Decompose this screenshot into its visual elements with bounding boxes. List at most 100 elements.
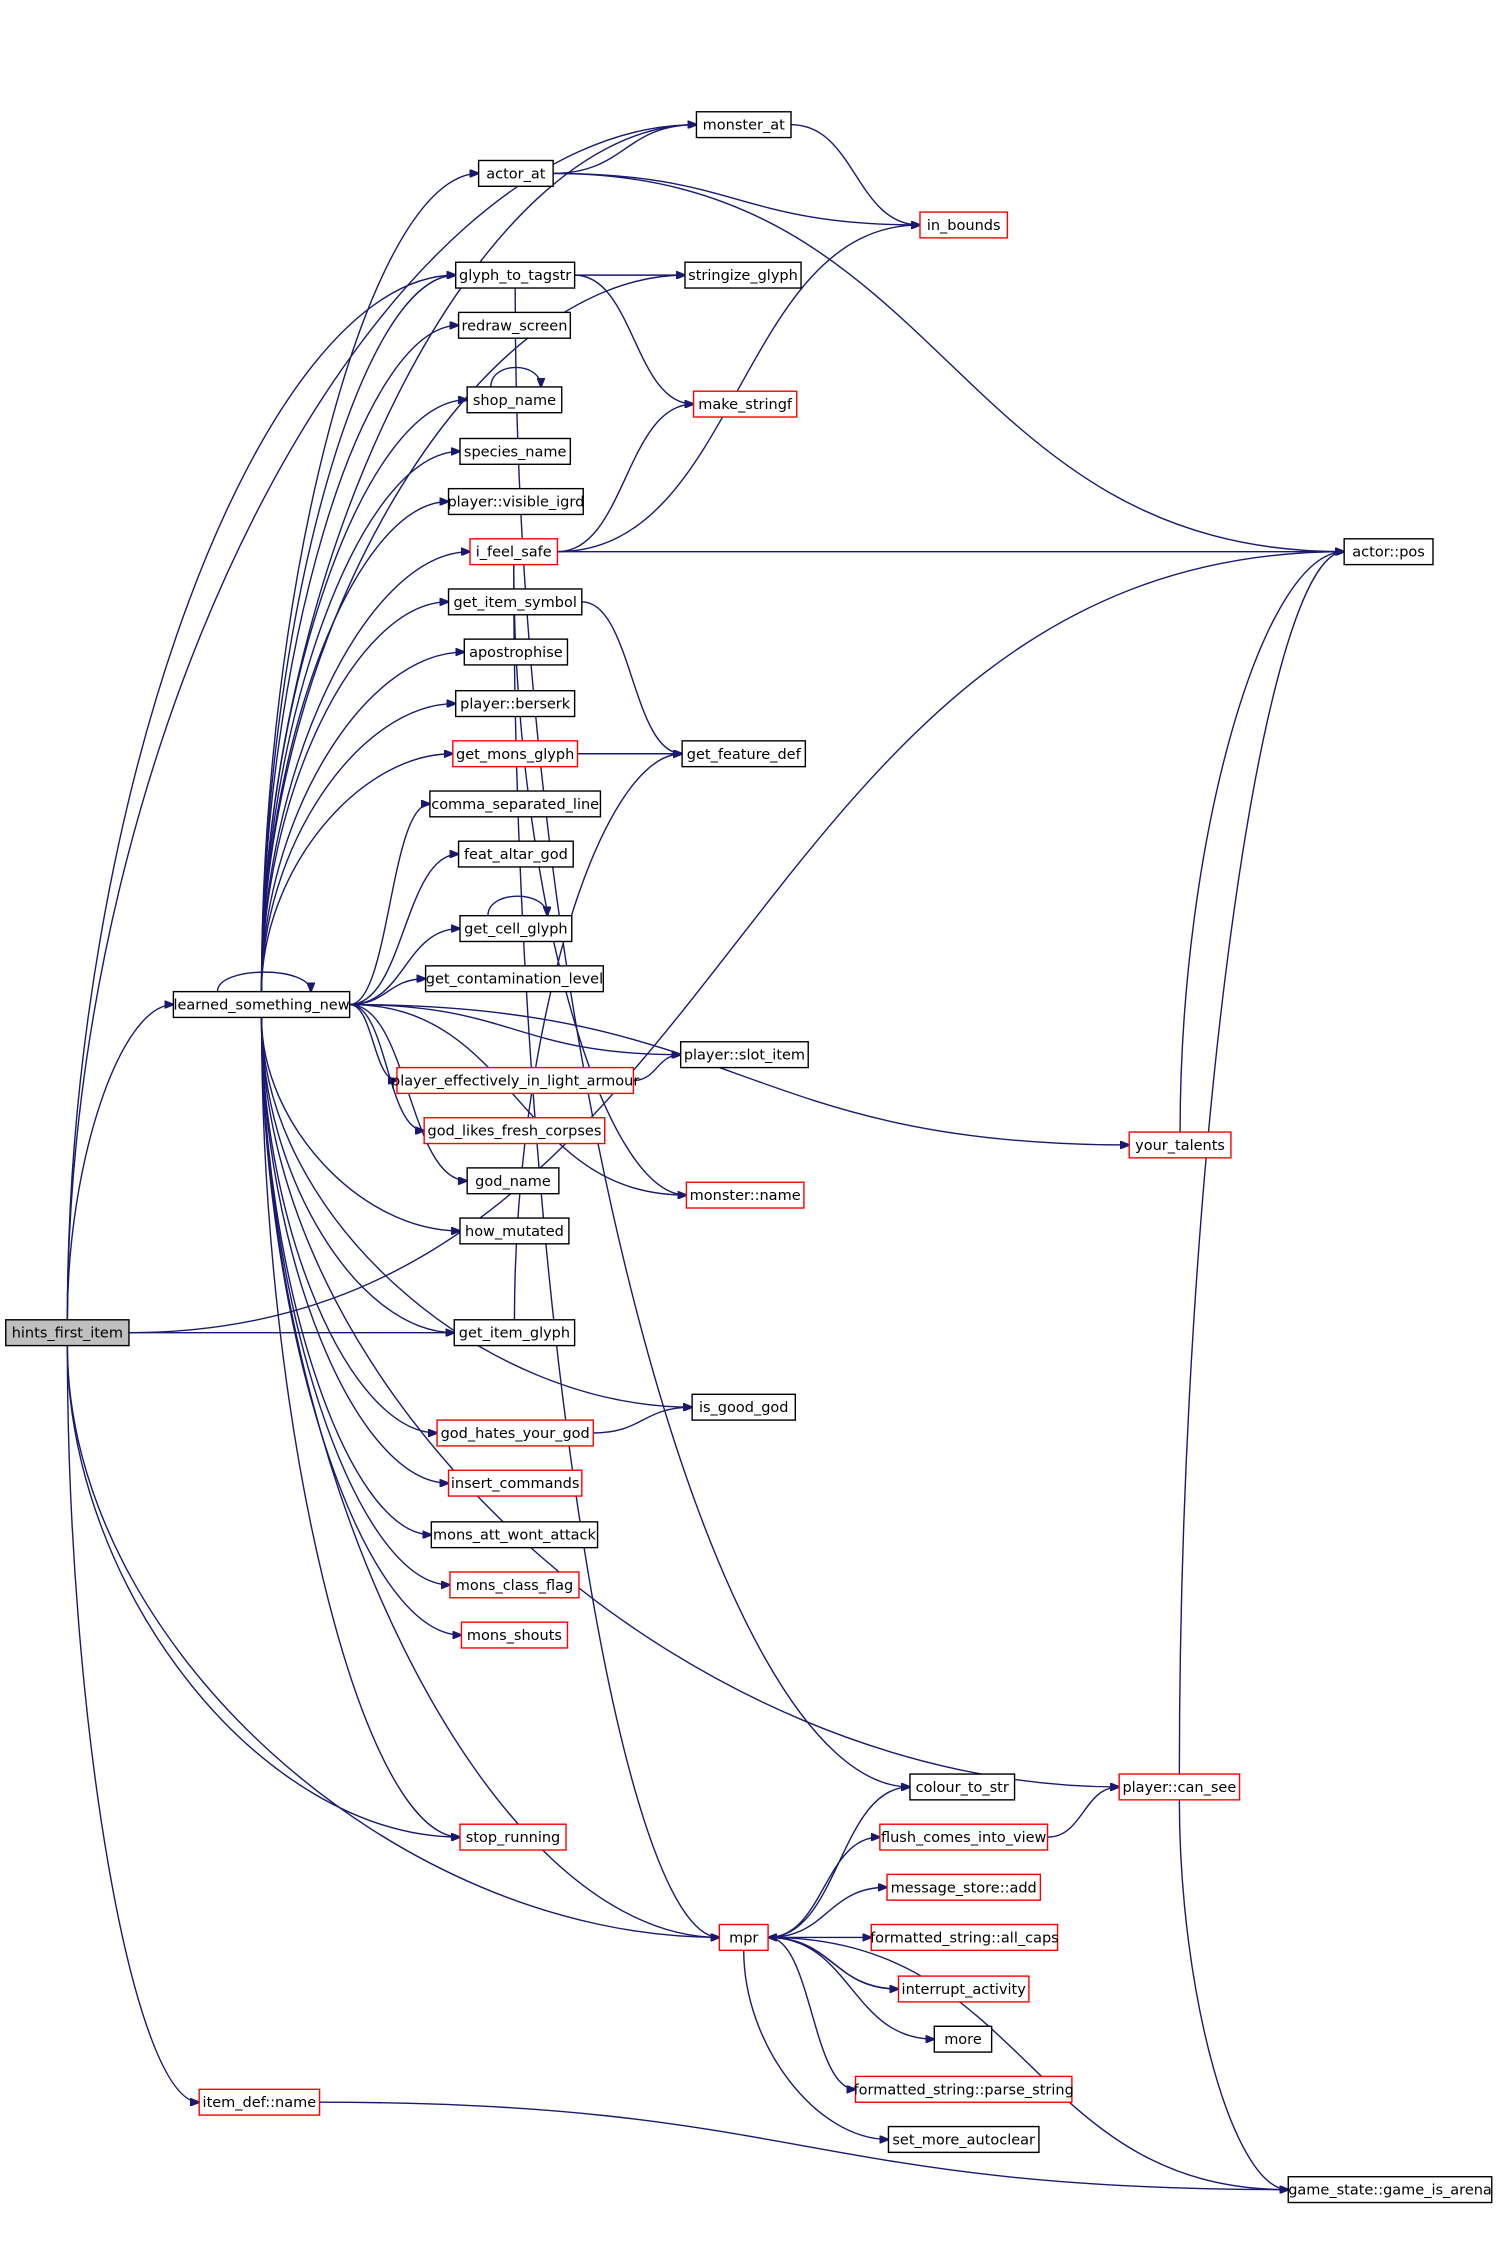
edge-hints-first-item-to-monster-at xyxy=(66,125,696,1320)
edge-interrupt-activity-to-mpr xyxy=(768,1937,899,1990)
node-your-talents[interactable]: your_talents xyxy=(1128,1131,1232,1159)
node-actor-pos[interactable]: actor::pos xyxy=(1343,538,1434,566)
edge-learned-something-new-to-shop-name xyxy=(260,400,468,992)
node-label: get_item_symbol xyxy=(453,595,576,611)
node-hints-first-item[interactable]: hints_first_item xyxy=(5,1319,130,1347)
node-player-can-see[interactable]: player::can_see xyxy=(1118,1773,1241,1801)
node-how-mutated[interactable]: how_mutated xyxy=(459,1217,570,1245)
node-i-feel-safe[interactable]: i_feel_safe xyxy=(469,538,559,566)
node-get-cell-glyph[interactable]: get_cell_glyph xyxy=(459,914,573,943)
edge-learned-something-new-to-get-item-symbol xyxy=(260,602,449,992)
node-in-bounds[interactable]: in_bounds xyxy=(919,211,1009,239)
node-box xyxy=(460,1621,569,1649)
edge-learned-something-new-to-feat-altar-god xyxy=(349,854,459,1006)
edge-mpr-to-set-more-autoclear xyxy=(743,1950,889,2139)
node-apostrophise[interactable]: apostrophise xyxy=(463,638,569,666)
edge-actor-at-to-actor-pos xyxy=(553,172,1344,551)
node-box xyxy=(695,111,792,139)
node-god-hates-your-god[interactable]: god_hates_your_god xyxy=(436,1419,594,1447)
node-set-more-autoclear[interactable]: set_more_autoclear xyxy=(887,2125,1040,2154)
node-shop-name[interactable]: shop_name xyxy=(466,386,563,414)
edge-learned-something-new-to-monster-name xyxy=(349,1003,687,1196)
node-actor-at[interactable]: actor_at xyxy=(477,159,554,187)
node-monster-at[interactable]: monster_at xyxy=(695,111,792,139)
node-get-item-glyph[interactable]: get_item_glyph xyxy=(453,1319,576,1347)
node-box xyxy=(436,1419,594,1447)
node-get-mons-glyph[interactable]: get_mons_glyph xyxy=(452,740,579,768)
node-label: player::slot_item xyxy=(684,1048,805,1064)
node-monster-name[interactable]: monster::name xyxy=(685,1181,805,1209)
node-mons-class-flag[interactable]: mons_class_flag xyxy=(449,1571,580,1599)
edge-learned-something-new-to-get-item-glyph xyxy=(260,1017,455,1332)
node-label: player::berserk xyxy=(460,697,571,713)
node-box xyxy=(886,1873,1042,1901)
node-mpr[interactable]: mpr xyxy=(718,1923,769,1952)
node-player-slot-item[interactable]: player::slot_item xyxy=(679,1041,809,1069)
node-get-feature-def[interactable]: get_feature_def xyxy=(681,740,807,768)
node-feat-altar-god[interactable]: feat_altar_god xyxy=(457,840,574,868)
node-insert-commands[interactable]: insert_commands xyxy=(447,1469,583,1497)
edge-learned-something-new-to-get-contamination-level xyxy=(349,979,426,1006)
edge-learned-something-new-to-glyph-to-tagstr xyxy=(260,275,456,992)
node-label: comma_separated_line xyxy=(431,797,599,813)
edge-i-feel-safe-to-make-stringf xyxy=(557,404,693,553)
node-box xyxy=(459,437,572,465)
edge-learned-something-new-to-insert-commands xyxy=(260,1017,449,1483)
node-label: mons_shouts xyxy=(467,1628,562,1644)
node-interrupt-activity[interactable]: interrupt_activity xyxy=(897,1975,1030,2003)
node-god-likes-fresh-corpses[interactable]: god_likes_fresh_corpses xyxy=(423,1117,606,1145)
edge-player-can-see-to-actor-pos xyxy=(1178,552,1344,1775)
node-box xyxy=(172,990,351,1019)
node-player-visible-igrd[interactable]: player::visible_igrd xyxy=(447,487,584,516)
node-label: get_mons_glyph xyxy=(456,747,574,763)
node-is-good-god[interactable]: is_good_god xyxy=(691,1393,797,1421)
edge-learned-something-new-to-player-can-see xyxy=(260,1017,1120,1787)
node-stringize-glyph[interactable]: stringize_glyph xyxy=(684,261,802,289)
node-make-stringf[interactable]: make_stringf xyxy=(692,390,798,418)
edge-learned-something-new-to-get-mons-glyph xyxy=(260,754,453,992)
node-stop-running[interactable]: stop_running xyxy=(459,1823,567,1851)
node-box xyxy=(459,1217,570,1245)
node-box xyxy=(681,740,807,768)
edge-learned-something-new-to-stop-running xyxy=(260,1017,460,1837)
node-formatted-string-all-caps[interactable]: formatted_string::all_caps xyxy=(870,1923,1059,1952)
node-get-contamination-level[interactable]: get_contamination_level xyxy=(424,965,604,993)
node-flush-comes-into-view[interactable]: flush_comes_into_view xyxy=(879,1823,1049,1851)
nodes: hints_first_item learned_something_newite… xyxy=(5,111,1493,2204)
edge-monster-at-to-in-bounds xyxy=(791,123,920,225)
edge-mpr-to-flush-comes-into-view xyxy=(768,1837,880,1939)
node-box xyxy=(452,740,579,768)
edge-learned-something-new-to-actor-at xyxy=(260,173,479,992)
node-label: mons_att_wont_attack xyxy=(433,1528,596,1544)
node-mons-att-wont-attack[interactable]: mons_att_wont_attack xyxy=(430,1521,599,1549)
node-player-effectively-in-light-armour[interactable]: player_effectively_in_light_armour xyxy=(391,1066,639,1095)
node-more[interactable]: more xyxy=(933,2025,993,2053)
node-label: formatted_string::all_caps xyxy=(870,1930,1059,1946)
node-item-def-name[interactable]: item_def::name xyxy=(198,2088,321,2116)
node-label: get_contamination_level xyxy=(426,972,603,988)
node-label: glyph_to_tagstr xyxy=(459,268,571,284)
node-box xyxy=(447,588,583,616)
edge-flush-comes-into-view-to-player-can-see xyxy=(1047,1787,1120,1838)
node-message-store-add[interactable]: message_store::add xyxy=(886,1873,1042,1901)
node-label: flush_comes_into_view xyxy=(881,1830,1047,1846)
node-learned-something-new[interactable]: learned_something_new xyxy=(172,990,351,1019)
node-formatted-string-parse-string[interactable]: formatted_string::parse_string xyxy=(854,2075,1074,2103)
node-label: feat_altar_god xyxy=(464,847,568,863)
node-box xyxy=(692,390,798,418)
node-redraw-screen[interactable]: redraw_screen xyxy=(457,311,572,339)
node-box xyxy=(447,487,584,516)
node-colour-to-str[interactable]: colour_to_str xyxy=(909,1773,1016,1801)
node-player-berserk[interactable]: player::berserk xyxy=(454,690,576,718)
node-species-name[interactable]: species_name xyxy=(459,437,572,465)
node-get-item-symbol[interactable]: get_item_symbol xyxy=(447,588,583,616)
node-game-state-game-is-arena[interactable]: game_state::game_is_arena xyxy=(1287,2176,1493,2204)
node-glyph-to-tagstr[interactable]: glyph_to_tagstr xyxy=(454,261,576,289)
node-label: how_mutated xyxy=(465,1224,564,1240)
node-comma-separated-line[interactable]: comma_separated_line xyxy=(429,790,602,818)
edge-player-can-see-to-game-state-game-is-arena xyxy=(1178,1799,1288,2190)
node-mons-shouts[interactable]: mons_shouts xyxy=(460,1621,569,1649)
edge-learned-something-new-to-i-feel-safe xyxy=(260,552,471,992)
node-label: interrupt_activity xyxy=(902,1982,1027,1998)
node-god-name[interactable]: god_name xyxy=(466,1167,560,1195)
